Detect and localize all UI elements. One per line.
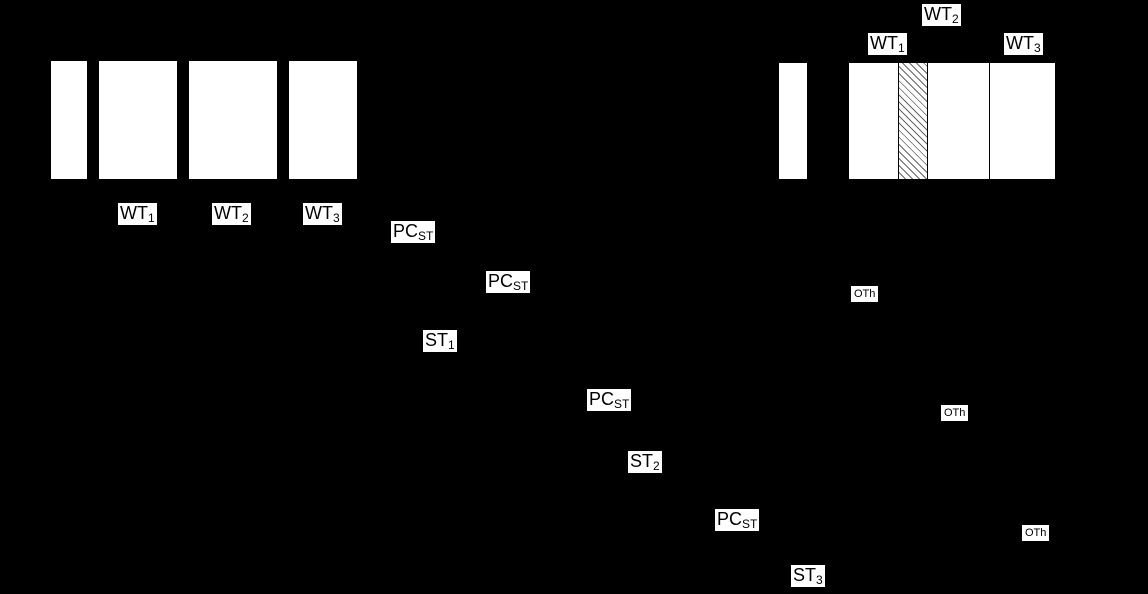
right-worker-label-2: WT2 [922,4,961,27]
event-label-main: PC [488,271,514,291]
right-worker-label-3: WT3 [1004,33,1043,56]
other-thread-label: OTh [941,405,969,422]
steal-event-label: PCST [587,389,632,412]
other-thread-text: OTh [1025,527,1047,539]
stolen-task-hatched-segment [898,63,928,179]
event-label-sub: ST [742,517,758,531]
right-worker-label-1: WT1 [868,33,907,56]
event-label-sub: ST [418,229,434,243]
steal-event-label: ST2 [628,451,662,474]
event-label-main: ST [630,451,654,471]
event-label-sub: 1 [448,338,455,352]
event-label-main: PC [393,221,419,241]
right-worker-box [848,62,1056,180]
right-queue-box [778,62,808,180]
worker-label-main: WT [214,203,242,223]
left-worker-box-2 [188,60,278,180]
steal-event-label: PCST [715,509,760,532]
segment-divider [989,63,990,179]
worker-label-main: WT [870,33,898,53]
steal-event-label: ST1 [423,330,457,353]
worker-label-main: WT [305,203,333,223]
left-worker-label-3: WT3 [303,203,342,226]
event-label-sub: ST [614,397,630,411]
left-worker-label-1: WT1 [118,203,157,226]
other-thread-text: OTh [944,407,966,419]
event-label-main: PC [717,509,743,529]
left-worker-box-3 [288,60,358,180]
worker-label-sub: 2 [951,12,959,26]
worker-label-sub: 2 [241,211,249,225]
event-label-sub: 3 [816,573,823,587]
worker-label-sub: 3 [1033,41,1041,55]
worker-label-sub: 1 [147,211,155,225]
worker-label-sub: 1 [897,41,905,55]
steal-event-label: PCST [486,271,531,294]
other-thread-label: OTh [851,286,879,303]
worker-label-main: WT [120,203,148,223]
event-label-main: PC [589,389,615,409]
steal-event-label: ST3 [791,565,825,588]
steal-event-label: PCST [391,221,436,244]
event-label-sub: 2 [653,459,660,473]
other-thread-label: OTh [1022,525,1050,542]
event-label-main: ST [793,565,817,585]
event-label-sub: ST [513,279,529,293]
other-thread-text: OTh [854,288,876,300]
worker-label-main: WT [1006,33,1034,53]
worker-label-main: WT [924,4,952,24]
left-worker-box-1 [98,60,178,180]
event-label-main: ST [425,330,449,350]
left-queue-box [50,60,88,180]
worker-label-sub: 3 [332,211,340,225]
left-worker-label-2: WT2 [212,203,251,226]
